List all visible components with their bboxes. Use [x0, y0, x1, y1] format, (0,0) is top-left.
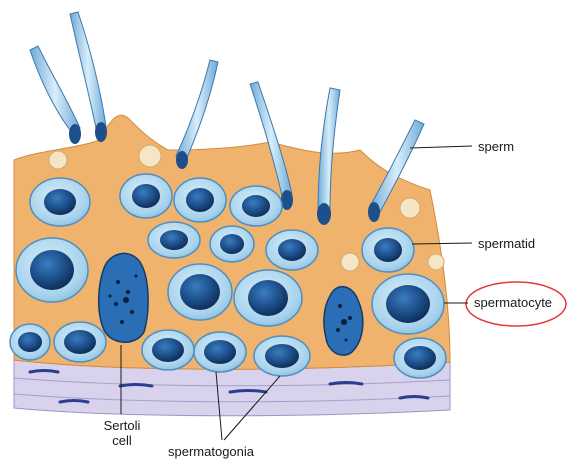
label-sperm: sperm	[478, 139, 514, 154]
label-sertoli-line1: Sertoli	[100, 418, 144, 433]
sertoli-nucleus-left	[99, 253, 148, 342]
label-sertoli-line2: cell	[100, 433, 144, 448]
sperm-leader-line	[410, 146, 472, 148]
label-spermatid: spermatid	[478, 236, 535, 251]
label-spermatogonia: spermatogonia	[168, 444, 254, 459]
label-sertoli-cell: Sertoli cell	[100, 418, 144, 448]
sertoli-nucleus-right	[324, 287, 363, 356]
label-spermatocyte: spermatocyte	[474, 295, 552, 310]
